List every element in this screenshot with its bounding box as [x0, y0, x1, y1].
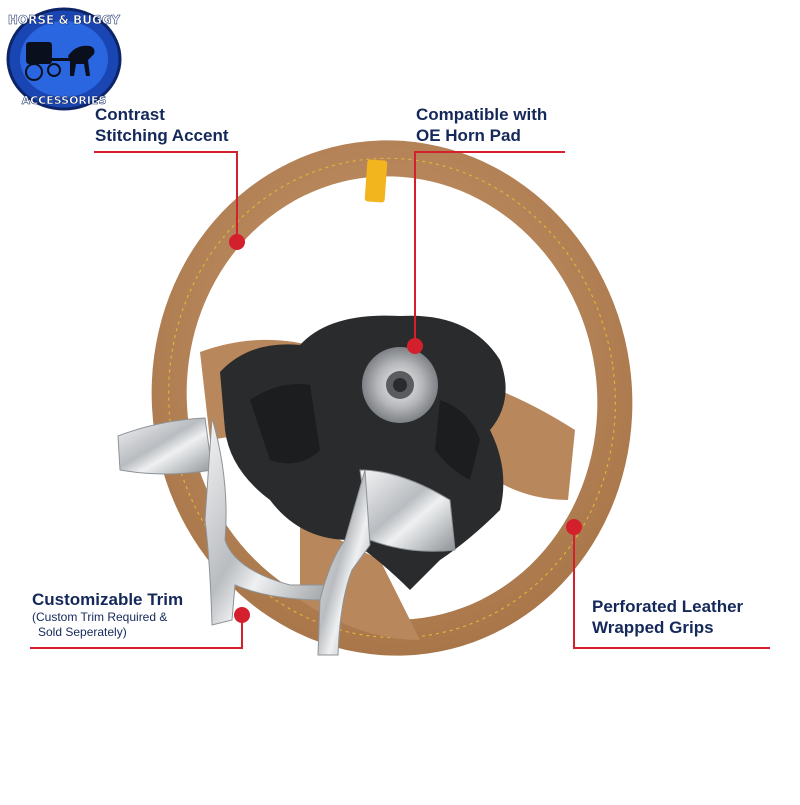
- chrome-trim: [117, 417, 456, 656]
- callout-trim-note: (Custom Trim Required & Sold Seperately): [32, 610, 167, 640]
- callout-horn-pad-line2: OE Horn Pad: [416, 126, 521, 145]
- stitch-accent-marker: [364, 159, 388, 203]
- callout-grips-line2: Wrapped Grips: [592, 618, 714, 637]
- brand-logo: HORSE & BUGGY ACCESSORIES: [6, 7, 122, 111]
- callout-stitching: Contrast Stitching Accent: [95, 104, 229, 146]
- callout-horn-pad: Compatible with OE Horn Pad: [416, 104, 547, 146]
- callout-trim-note1: (Custom Trim Required &: [32, 610, 168, 624]
- callout-trim: Customizable Trim: [32, 589, 183, 610]
- logo-text-bottom: ACCESSORIES: [22, 94, 107, 107]
- callout-dots: [229, 234, 582, 623]
- horse-buggy-icon: [25, 42, 95, 81]
- callout-trim-note2: Sold Seperately): [38, 625, 127, 639]
- callout-lines: [30, 151, 770, 649]
- callout-grips: Perforated Leather Wrapped Grips: [592, 596, 743, 638]
- callout-trim-line1: Customizable Trim: [32, 590, 184, 609]
- callout-grips-line1: Perforated Leather: [592, 597, 744, 616]
- callout-stitching-line2: Stitching Accent: [95, 126, 229, 145]
- callout-stitching-line1: Contrast: [95, 105, 165, 124]
- callout-horn-pad-line1: Compatible with: [416, 105, 548, 124]
- logo-text-top: HORSE & BUGGY: [8, 13, 120, 27]
